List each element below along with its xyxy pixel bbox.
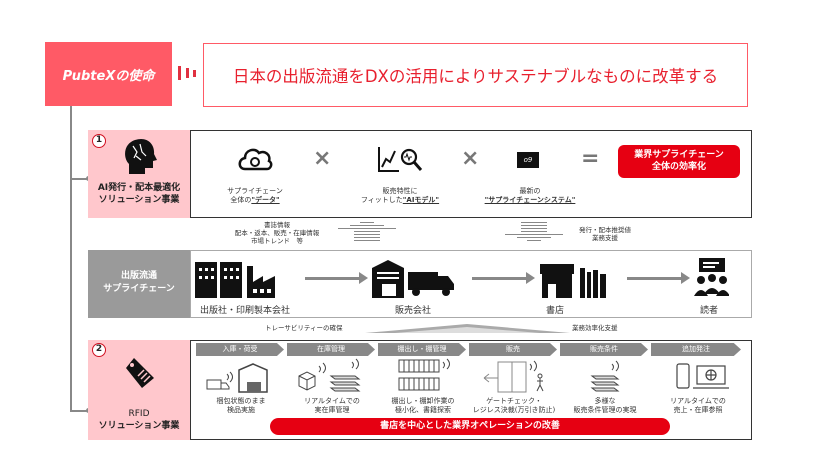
node-bookstore: 書店 xyxy=(546,306,565,316)
section1-panel: 1 AI発行・配本最適化ソリューション事業 xyxy=(88,130,190,218)
caption-system: 最新の"サプライチェーンシステム" xyxy=(484,187,576,204)
upstream-info: 書誌情報配本・返本、販売・在庫情報市場トレンド 等 xyxy=(234,221,320,245)
step-receiving: 入庫・荷受 xyxy=(196,343,284,356)
caption-reorder: リアルタイムでの売上・在庫参照 xyxy=(670,397,726,414)
flow-arrow xyxy=(305,272,368,284)
distributor-warehouse-truck-icon xyxy=(372,260,454,298)
shelves-rfid-icon xyxy=(398,358,450,391)
gate-checkout-icon xyxy=(483,360,544,393)
result-badge: 業界サプライチェーン全体の効率化 xyxy=(618,145,740,178)
section2-panel: 2 RFID ソリューション事業 xyxy=(88,340,190,440)
phone-laptop-icon xyxy=(676,363,729,389)
caption-ai-model: 販売特性にフィットした"AIモデル" xyxy=(360,187,440,204)
times-icon: × xyxy=(461,146,480,171)
up-arrow-icon xyxy=(338,222,396,243)
step-shelving: 棚出し・棚管理 xyxy=(378,343,466,356)
books-rfid-icon xyxy=(590,360,620,392)
operations-banner: 書店を中心とした業界オペレーションの改善 xyxy=(270,418,670,435)
result-line-1: 業界サプライチェーン xyxy=(634,150,724,160)
signal-tick xyxy=(193,70,196,77)
signal-tick xyxy=(186,68,189,78)
mission-statement: 日本の出版流通をDXの活用によりサステナブルなものに改革する xyxy=(203,43,748,107)
cloud-sync-icon xyxy=(238,148,273,171)
box-books-rfid-icon xyxy=(298,358,361,392)
efficiency-label: 業務効率化支援 xyxy=(572,324,618,332)
traceability-label: トレーサビリティーの確保 xyxy=(265,324,343,332)
times-icon: × xyxy=(313,146,332,171)
node-distributor: 販売会社 xyxy=(395,306,432,316)
caption-sales-conditions: 多様な販売条件管理の実現 xyxy=(573,397,637,414)
step-sales: 販売 xyxy=(469,343,557,356)
node-reader: 読者 xyxy=(700,306,719,316)
supply-chain-label: 出版流通サプライチェーン xyxy=(88,250,190,318)
node-publisher: 出版社・印刷製本会社 xyxy=(200,306,291,316)
truck-warehouse-icon xyxy=(206,363,268,393)
step-inventory: 在庫管理 xyxy=(287,343,375,356)
section1-number: 1 xyxy=(92,134,106,148)
signal-tick xyxy=(178,66,181,80)
bookstore-icon xyxy=(540,264,606,298)
ai-head-icon xyxy=(125,138,157,174)
wedge-divider xyxy=(365,324,570,333)
section1-title-2: ソリューション事業 xyxy=(98,195,180,205)
supply-chain-box xyxy=(190,250,752,318)
mission-label: PubteXの使命 xyxy=(45,42,172,106)
caption-inventory: リアルタイムでの実在庫管理 xyxy=(304,397,360,414)
step-sales-conditions: 販売条件 xyxy=(560,343,648,356)
caption-data: サプライチェーン全体の"データ" xyxy=(227,187,283,204)
rfid-tag-icon xyxy=(126,358,154,388)
flow-arrow xyxy=(472,272,535,284)
section2-number: 2 xyxy=(92,343,106,357)
readers-icon xyxy=(694,258,729,296)
caption-shelving: 棚出し・棚卸作業の極小化、書籍探索 xyxy=(391,397,455,414)
caption-receiving: 梱包状態のまま検品実施 xyxy=(216,397,266,414)
o9-logo: o9 xyxy=(517,152,539,168)
section2-title-1: RFID xyxy=(128,409,150,419)
publisher-factory-icon xyxy=(195,262,275,298)
downstream-info: 発行・配本推奨値業務支援 xyxy=(579,226,631,242)
step-reorder: 追加発注 xyxy=(651,343,741,356)
connector-branch xyxy=(71,410,89,412)
result-line-2: 全体の効率化 xyxy=(651,162,706,172)
connector-line xyxy=(70,106,72,412)
section1-title-1: AI発行・配本最適化 xyxy=(97,183,181,193)
down-arrow-icon xyxy=(505,222,563,243)
caption-sales: ゲートチェック・レジレス決裁(万引き防止) xyxy=(472,397,556,414)
section2-title-2: ソリューション事業 xyxy=(98,421,180,431)
connector-branch xyxy=(71,178,89,180)
flow-arrow xyxy=(627,272,690,284)
equals-icon: = xyxy=(581,146,600,171)
ai-model-chart-icon xyxy=(378,147,423,172)
